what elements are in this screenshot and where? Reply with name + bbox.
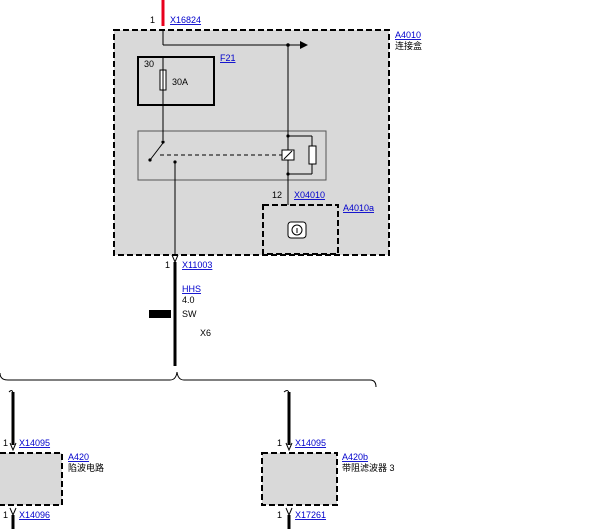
wire-gauge: 4.0	[182, 295, 195, 305]
connector-x16824-link[interactable]: X16824	[170, 15, 201, 25]
connector-x11003-link[interactable]: X11003	[182, 260, 212, 270]
connector-right-top-link[interactable]: X14095	[295, 438, 326, 448]
ground-terminal-ring	[291, 224, 303, 236]
fuse-id-link[interactable]: F21	[220, 53, 236, 63]
fuse-f21-box	[137, 56, 215, 106]
connector-right-top-symbol	[285, 442, 293, 452]
relay-coil-diagonal	[283, 150, 293, 160]
junction-box-id-link[interactable]: A4010	[395, 30, 421, 40]
junction-box-name: 连接盒	[395, 40, 422, 51]
relay-contact-top	[161, 140, 165, 144]
connector-x11003-symbol	[171, 254, 179, 264]
connector-left-bottom-pin: 1	[3, 510, 8, 520]
connector-left-top-pin: 1	[3, 438, 8, 448]
splice-label: X6	[200, 328, 211, 338]
connector-x11003-pin: 1	[165, 260, 170, 270]
relay-switch-blade	[149, 142, 164, 161]
connector-right-bottom-symbol	[285, 507, 293, 517]
left-module-id-link[interactable]: A420	[68, 452, 89, 462]
relay-contact-bottom	[148, 158, 152, 162]
left-module-box	[0, 452, 63, 506]
resistor-junction-top	[286, 134, 290, 138]
connector-x04010-link[interactable]: X04010	[294, 190, 325, 200]
right-module-name: 带阻滤波器 3	[342, 462, 395, 473]
connector-x16824-pin: 1	[150, 15, 155, 25]
connector-right-bottom-link[interactable]: X17261	[295, 510, 326, 520]
connector-left-bottom-link[interactable]: X14096	[19, 510, 50, 520]
fuse-rating: 30A	[172, 77, 188, 87]
wire-color-swatch	[149, 310, 171, 318]
connector-left-bottom-symbol	[9, 507, 17, 517]
resistor-junction-bottom	[286, 172, 290, 176]
resistor-icon	[308, 145, 317, 165]
wire-code-link[interactable]: HHS	[182, 284, 201, 294]
connector-right-bottom-pin: 1	[277, 510, 282, 520]
fuse-terminal-label: 30	[144, 59, 154, 69]
sub-module-id-link[interactable]: A4010a	[343, 203, 374, 213]
right-module-id-link[interactable]: A420b	[342, 452, 368, 462]
connector-left-top-link[interactable]: X14095	[19, 438, 50, 448]
bus-arrow-icon	[300, 41, 308, 49]
connector-left-top-symbol	[9, 442, 17, 452]
left-module-name: 陷波电路	[68, 462, 104, 473]
connector-x04010-pin: 12	[272, 190, 282, 200]
connector-right-top-pin: 1	[277, 438, 282, 448]
right-module-box	[261, 452, 338, 506]
branch-brace	[0, 371, 377, 388]
wire-color: SW	[182, 309, 197, 319]
